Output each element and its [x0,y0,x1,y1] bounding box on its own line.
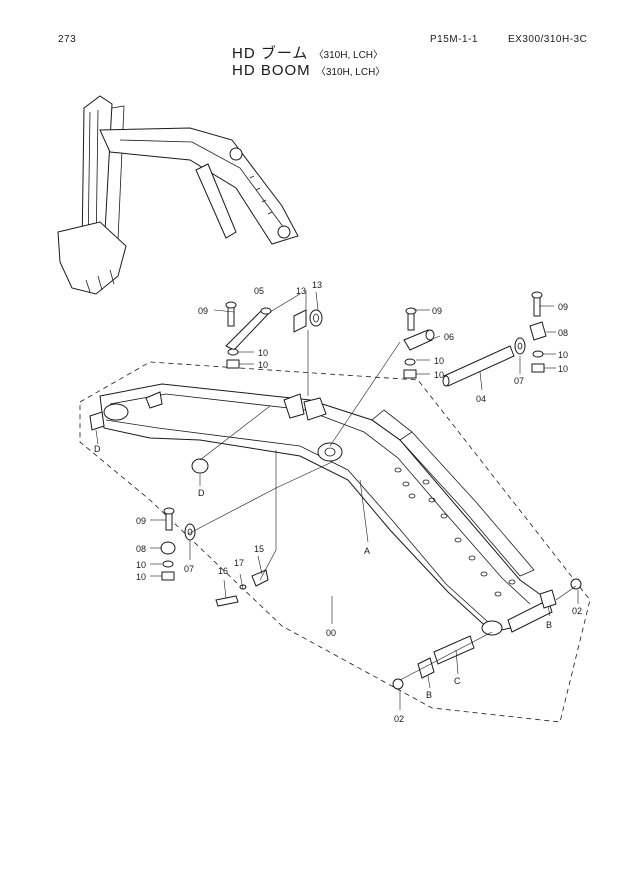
washer-10-center-a [404,358,416,366]
plate-08-lower-left [160,541,176,555]
boom-foot-boss [103,403,129,421]
callout-15: 15 [254,544,264,554]
callout-13-b: 13 [312,280,322,290]
machine-model: EX300/310H-3C [508,34,588,45]
washer-10-left-a [227,348,239,356]
callout-02-b: 02 [572,606,582,616]
nut-10-lower-left-b [161,571,175,581]
callout-10-g: 10 [136,560,146,570]
callout-02-a: 02 [394,714,404,724]
bushing-B-upper [539,589,557,609]
title-japanese: HD ブーム 〈310H, LCH〉 [232,42,383,63]
page-number: 273 [58,34,77,45]
overview-boom-cylinder [195,163,237,239]
shim-13-b [309,309,323,327]
callout-07-a: 07 [514,376,524,386]
boom-tip-boss [481,620,503,636]
title-japanese-main: HD ブーム [232,45,309,62]
callout-09-a: 09 [198,306,208,316]
callout-17: 17 [234,558,244,568]
callout-08-b: 08 [136,544,146,554]
bolt-09-lower-left [165,511,173,531]
callout-10-d: 10 [434,370,444,380]
nut-10-left-b [226,359,240,369]
callout-07-b: 07 [184,564,194,574]
callout-ref-B-1: B [426,690,432,700]
nut-10-center-b [403,369,417,379]
washer-02-lower [392,678,404,690]
leader-lines [95,290,579,710]
callout-labels: 05 13 13 09 10 10 09 06 10 10 04 07 09 0… [94,280,582,724]
washer-07-lower-left [184,523,196,541]
title-english-main: HD BOOM [232,62,311,79]
callout-10-b: 10 [258,360,268,370]
callout-10-c: 10 [434,356,444,366]
callout-ref-D-1: D [94,444,101,454]
reference-code: P15M-1-1 [430,34,478,45]
plate-15 [251,569,269,587]
assembly-boundary [79,361,591,723]
washer-10-lower-left-a [162,560,174,568]
bolt-09-left [227,305,235,327]
callout-ref-D-2: D [198,488,205,498]
callout-09-c: 09 [558,302,568,312]
pin-06 [403,329,433,351]
bushing-B-lower [417,657,435,679]
callout-04: 04 [476,394,486,404]
boom-holes [394,467,516,597]
boom-body [99,383,549,633]
callout-06: 06 [444,332,454,342]
callout-08-a: 08 [558,328,568,338]
title-english-variant: 〈310H, LCH〉 [315,67,386,78]
excavator-overview-sketch [57,95,299,295]
nut-10-right-b [531,363,545,373]
washer-02-upper [570,578,582,590]
bolt-09-center [407,311,415,331]
title-english: HD BOOM 〈310H, LCH〉 [232,62,385,79]
washer-10-right-a [532,350,544,358]
callout-00: 00 [326,628,336,638]
callout-13-a: 13 [296,286,306,296]
callout-10-h: 10 [136,572,146,582]
shim-13-a [293,309,307,333]
bushing-D-center [191,458,209,474]
boom-cylinder-boss [317,442,343,462]
callout-ref-A: A [364,546,370,556]
callout-10-e: 10 [558,350,568,360]
callout-09-b: 09 [432,306,442,316]
title-japanese-variant: 〈310H, LCH〉 [313,50,384,61]
callout-09-d: 09 [136,516,146,526]
pin-04 [443,345,515,387]
callout-16: 16 [218,566,228,576]
bolt-09-right [533,295,541,317]
washer-07-right [514,337,526,355]
callout-ref-B-2: B [546,620,552,630]
callout-05: 05 [254,286,264,296]
boom-structure [99,383,553,636]
callout-10-f: 10 [558,364,568,374]
callout-10-a: 10 [258,348,268,358]
bushing-D-left [89,411,105,431]
plate-08-right [529,321,547,341]
overview-bucket [57,221,127,295]
callout-ref-C: C [454,676,461,686]
pin-C [433,635,475,665]
bolt-16 [215,595,239,607]
